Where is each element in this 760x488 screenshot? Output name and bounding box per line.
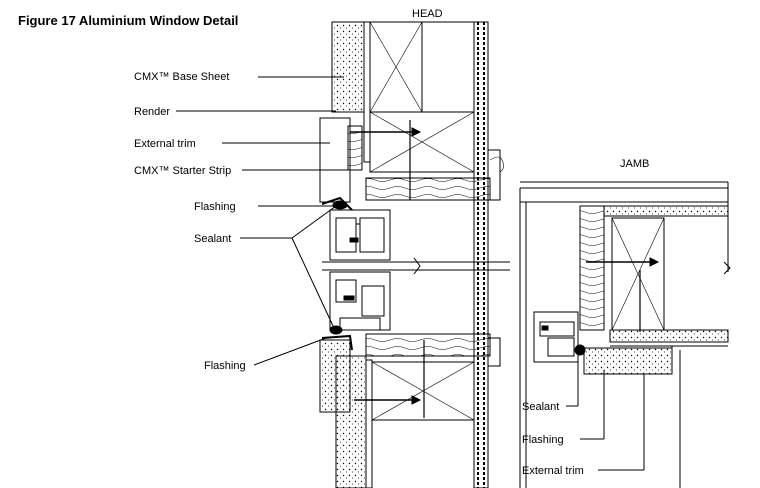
callout-flashing-top: Flashing [194, 201, 334, 213]
svg-text:CMX™ Base Sheet: CMX™ Base Sheet [134, 71, 229, 83]
sill-timber-stud [354, 340, 475, 421]
callout-external-trim: External trim [134, 138, 330, 150]
callout-jamb-flashing: Flashing [522, 370, 605, 446]
lower-wall-cladding [335, 355, 373, 488]
head-external-trim [319, 117, 351, 203]
svg-text:Render: Render [134, 106, 170, 118]
svg-text:External trim: External trim [522, 465, 584, 477]
head-section-label: HEAD [412, 8, 443, 20]
svg-text:External trim: External trim [134, 138, 196, 150]
sill-flashing [321, 334, 353, 351]
break-line [322, 257, 510, 275]
svg-text:Flashing: Flashing [194, 201, 236, 213]
head-nail [350, 120, 422, 200]
callout-sealant: Sealant [194, 205, 337, 329]
jamb-section-label: JAMB [620, 158, 649, 170]
sill-reveal-timber [365, 333, 491, 357]
aluminium-frame-sill [329, 271, 391, 331]
callout-render: Render [134, 106, 336, 118]
head-interior-lining [473, 21, 489, 488]
svg-text:Sealant: Sealant [522, 401, 559, 413]
head-flashing [321, 196, 353, 211]
aluminium-frame-head [329, 209, 391, 261]
svg-text:Flashing: Flashing [522, 434, 564, 446]
head-sealant-bead [332, 200, 348, 210]
sill-sealant-bead [329, 325, 343, 335]
svg-text:Sealant: Sealant [194, 233, 231, 245]
callout-cmx-base-sheet: CMX™ Base Sheet [134, 71, 344, 83]
svg-text:Flashing: Flashing [204, 360, 246, 372]
starter-strip [347, 125, 363, 171]
head-reveal-timber [365, 177, 491, 201]
callout-jamb-external-trim: External trim [522, 374, 645, 477]
callout-cmx-starter-strip: CMX™ Starter Strip [134, 165, 348, 177]
head-timber-stud [369, 21, 475, 173]
upper-wall-cladding [331, 21, 371, 163]
callout-jamb-sealant: Sealant [522, 356, 579, 413]
sill-architrave [488, 337, 501, 367]
jamb-detail [519, 181, 731, 488]
head-architrave [488, 149, 501, 201]
callout-flashing-bottom: Flashing [204, 337, 327, 372]
figure-title: Figure 17 Aluminium Window Detail [18, 13, 238, 28]
svg-text:CMX™ Starter Strip: CMX™ Starter Strip [134, 165, 231, 177]
